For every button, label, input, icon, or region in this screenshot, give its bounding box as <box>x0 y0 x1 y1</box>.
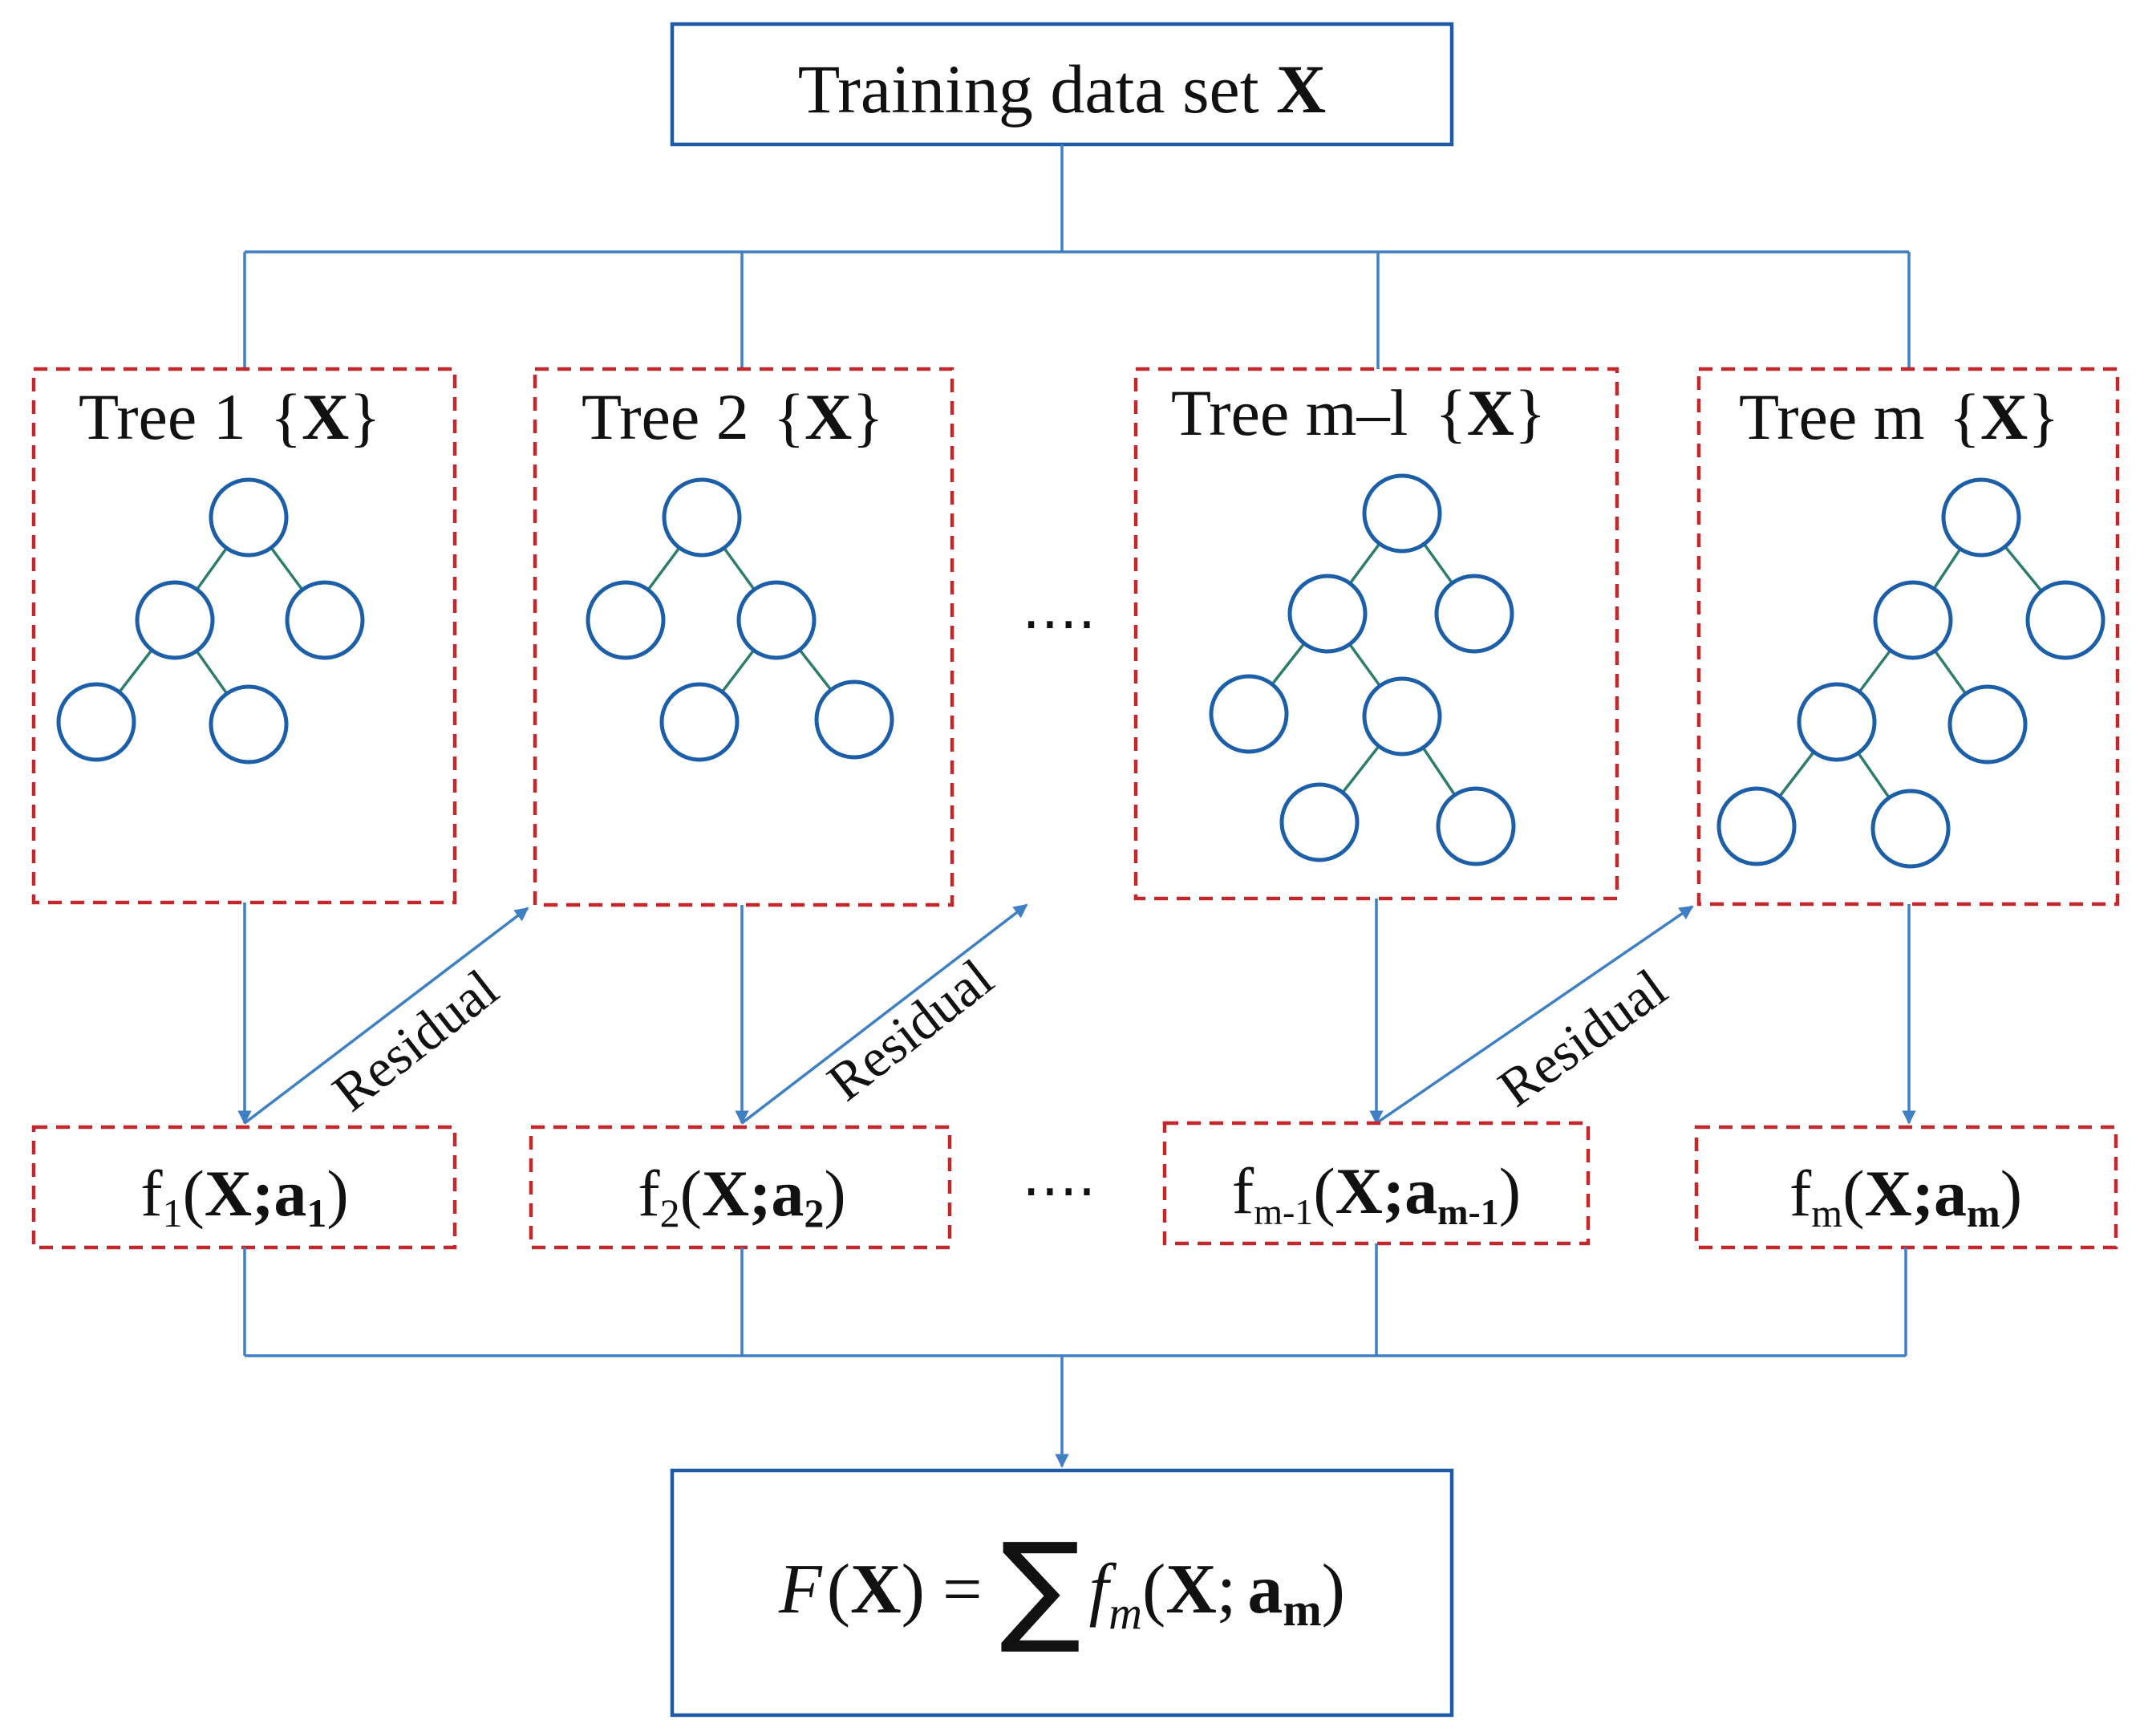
tree-edge <box>723 546 756 591</box>
training-data-label: Training data set X <box>798 51 1326 128</box>
tree-node <box>1434 574 1514 654</box>
tree-output-arrows <box>237 898 1916 1125</box>
tree-node <box>1941 477 2021 558</box>
tree-2-graph <box>586 477 894 762</box>
tree-edge <box>720 649 756 693</box>
tree-node <box>1279 782 1360 862</box>
functions-ellipsis: …. <box>1022 1143 1096 1209</box>
tree-node <box>285 580 365 660</box>
tree-node <box>659 682 740 762</box>
ensemble-formula: F(X)=∑fm(X;am) <box>778 1518 1345 1657</box>
tree-node <box>586 580 666 660</box>
tree-node <box>1797 682 1877 762</box>
function-m-minus-1-label: fm-1(X;am-1) <box>1232 1154 1521 1232</box>
distribution-connectors <box>243 144 1911 369</box>
tree-m-title: Tree m{X} <box>1739 380 2060 453</box>
tree-node <box>209 684 289 765</box>
tree-edge <box>270 546 304 591</box>
tree-edge <box>1932 548 1962 590</box>
tree-1-title: Tree 1{X} <box>79 380 381 453</box>
residual-arrow-1 <box>243 907 529 1125</box>
tree-node <box>1287 574 1368 654</box>
tree-edge <box>1778 751 1815 797</box>
tree-edge <box>1341 744 1380 794</box>
tree-edge <box>1857 752 1891 799</box>
tree-edge <box>195 650 229 695</box>
tree-graphs <box>56 473 2105 869</box>
tree-node <box>209 477 289 558</box>
function-m-label: fm(X;am) <box>1789 1157 2022 1235</box>
tree-m-minus-1-graph <box>1209 473 1516 866</box>
tree-box-1: Tree 1{X} <box>31 367 457 905</box>
tree-edge <box>646 546 681 591</box>
residual-arrow-2 <box>740 903 1028 1125</box>
tree-box-m-minus-1: Tree m–l{X} <box>1133 367 1619 901</box>
tree-node <box>1873 580 1953 660</box>
tree-node <box>56 682 136 762</box>
tree-edge <box>118 649 153 693</box>
aggregation-connectors <box>243 1243 1907 1468</box>
tree-edge <box>1271 642 1306 686</box>
tree-edge <box>798 648 833 692</box>
function-box-1: f1(X;a1) <box>31 1125 457 1250</box>
tree-edge <box>2004 546 2043 592</box>
tree-edge <box>1348 542 1381 585</box>
tree-edge <box>1348 643 1381 688</box>
tree-m-minus-1-title: Tree m–l{X} <box>1171 376 1546 449</box>
tree-node <box>2025 580 2105 660</box>
function-box-m: fm(X;am) <box>1694 1125 2118 1250</box>
tree-edge <box>196 547 228 590</box>
tree-node <box>1362 676 1442 756</box>
tree-box-m: Tree m{X} <box>1696 367 2120 907</box>
training-data-box: Training data set X <box>670 22 1454 147</box>
tree-edge <box>1421 747 1457 796</box>
function-2-label: f2(X;a2) <box>638 1157 845 1235</box>
tree-node <box>736 580 817 660</box>
tree-edge <box>1933 650 1968 695</box>
tree-1-graph <box>56 477 365 765</box>
residual-arrow-3 <box>1376 905 1694 1125</box>
tree-node <box>1209 674 1289 754</box>
tree-node <box>1716 786 1797 866</box>
function-1-label: f1(X;a1) <box>140 1157 348 1235</box>
residual-label-2: Residual <box>816 947 1003 1112</box>
tree-node <box>1870 789 1951 869</box>
trees-ellipsis: …. <box>1022 576 1096 642</box>
tree-m-graph <box>1716 477 2105 869</box>
tree-edge <box>1423 543 1453 584</box>
tree-box-2: Tree 2{X} <box>533 367 954 907</box>
tree-node <box>814 679 894 760</box>
tree-2-title: Tree 2{X} <box>582 380 884 453</box>
tree-node <box>662 477 742 558</box>
ensemble-formula-box: F(X)=∑fm(X;am) <box>670 1468 1454 1718</box>
function-box-2: f2(X;a2) <box>529 1125 952 1250</box>
function-box-m-minus-1: fm-1(X;am-1) <box>1162 1121 1591 1246</box>
tree-edge <box>1858 649 1892 693</box>
residual-label-1: Residual <box>321 957 509 1122</box>
tree-node <box>135 580 215 660</box>
residual-arrows: Residual Residual Residual <box>243 903 1694 1125</box>
tree-node <box>1362 473 1442 554</box>
tree-node <box>1436 786 1516 866</box>
tree-node <box>1947 684 2028 765</box>
